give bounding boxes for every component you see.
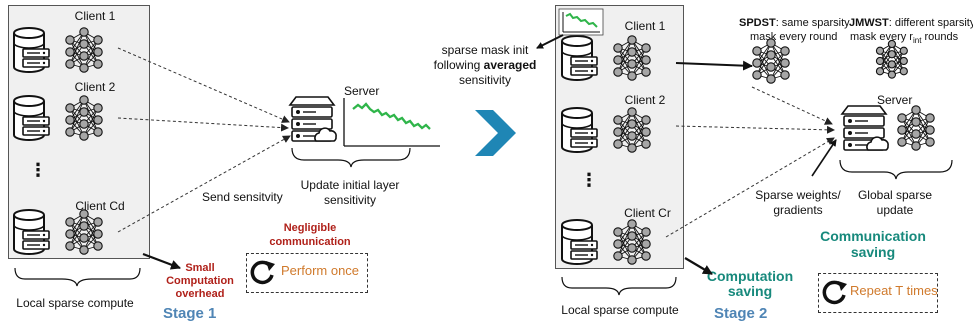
mask-note-line2-text: following [433, 58, 484, 72]
spdst-label-line1: SPDST: same sparsity [739, 17, 850, 29]
sparse-weights-line2: gradients [773, 203, 823, 217]
stage2-client1-mini-plot [558, 8, 604, 36]
stage1-send-label: Send sensitvity [202, 190, 283, 204]
jmwst-text: : different sparsity [888, 17, 973, 29]
stage-transition-arrow [475, 110, 516, 156]
mask-note-line1: sparse mask init [441, 43, 529, 57]
stage1-overhead-arrow [142, 252, 181, 270]
stage2-client-1-label: Client 1 [624, 19, 666, 33]
stage1-small-overhead-line3: overhead [175, 288, 225, 300]
stage1-ellipsis: ⋮ [29, 160, 47, 180]
stage2-server-network-icon [897, 105, 935, 151]
stage1-local-compute-label: Local sparse compute [16, 296, 134, 310]
stage1-small-overhead-line2: Computation [166, 275, 234, 287]
stage2-local-compute-label: Local sparse compute [561, 303, 679, 317]
jmwst-label-line1: JMWST: different sparsity [849, 17, 973, 29]
jmwst-line2-sub: int [912, 36, 922, 46]
stage2-client-cr-label: Client Cr [624, 206, 671, 220]
stage2-server-label: Server [877, 93, 913, 107]
mask-note-line2: following averaged [420, 58, 550, 72]
stage1-client-2-label: Client 2 [74, 80, 116, 94]
stage2-ellipsis: ⋮ [580, 170, 598, 190]
stage1-small-overhead-line1: Small [185, 262, 215, 274]
stage1-update-label-line2: sensitivity [323, 193, 376, 207]
stage2-refresh-icon [822, 280, 847, 305]
stage1-server-bracket [291, 147, 411, 168]
sparse-weights-line1: Sparse weights/ [755, 188, 841, 202]
stage1-sensitivity-plot [343, 98, 440, 147]
comm-saving-line1: Communication [820, 228, 926, 244]
jmwst-line2-post: rounds [921, 31, 959, 43]
stage1-client-1-network-icon [65, 27, 103, 73]
stage1-update-label-line1: Update initial layer [300, 178, 400, 192]
comp-saving-line1: Computation [706, 268, 794, 284]
jmwst-label-line2: mask every rint rounds [850, 31, 958, 45]
stage2-client-2-network-icon [613, 107, 651, 153]
stage1-negligible-line1: Negligible [283, 222, 337, 234]
global-update-line2: update [876, 203, 914, 217]
stage2-server-icon [840, 105, 889, 151]
stage1-perform-once-label: Perform once [281, 263, 360, 278]
jmwst-line2-pre: mask every r [850, 31, 913, 43]
jmwst-bold: JMWST [849, 17, 889, 29]
stage1-client-1-database-icon [13, 27, 50, 73]
stage2-local-bracket [561, 276, 677, 296]
stage2-spdst-arrow [675, 60, 753, 71]
comp-saving-line2: saving [727, 283, 773, 299]
stage1-stage-label: Stage 1 [163, 305, 217, 322]
stage1-send-arrows [117, 47, 291, 233]
stage2-computation-arrow [684, 257, 713, 275]
stage1-client-cd-database-icon [13, 209, 50, 255]
stage1-client-cd-label: Client Cd [75, 199, 125, 213]
stage2-server-bracket [839, 159, 953, 180]
stage1-negligible-line2: communication [269, 236, 351, 248]
stage2-client-cr-network-icon [613, 219, 651, 265]
stage1-server-label: Server [344, 84, 380, 98]
comm-saving-line2: saving [850, 244, 896, 260]
stage2-client-1-network-icon [613, 35, 651, 81]
mask-note-averaged: averaged [483, 58, 537, 72]
mask-note-line3: sensitivity [458, 73, 511, 87]
spdst-text: : same sparsity [775, 17, 850, 29]
spdst-bold: SPDST [739, 17, 776, 29]
stage2-client-2-label: Client 2 [624, 93, 666, 107]
stage1-client-2-database-icon [13, 95, 50, 141]
jmwst-network-icon [875, 39, 908, 79]
stage1-local-bracket [14, 267, 141, 287]
stage1-sensitivity-curve [352, 102, 431, 130]
stage1-refresh-icon [250, 260, 275, 285]
stage2-repeat-box [818, 273, 938, 313]
stage1-client-1-label: Client 1 [74, 9, 116, 23]
stage2-repeat-label: Repeat T times [850, 283, 938, 298]
stage2-client-2-database-icon [561, 107, 598, 153]
stage2-client-1-database-icon [561, 35, 598, 81]
stage1-server-icon [288, 96, 337, 142]
global-update-line1: Global sparse [857, 188, 933, 202]
stage2-sparse-weight-arrows [665, 86, 837, 238]
stage1-client-2-network-icon [65, 95, 103, 141]
stage1-client-cd-network-icon [65, 209, 103, 255]
mask-note-arrow [536, 34, 564, 49]
spdst-network-icon [752, 38, 790, 84]
stage1-perform-once-box [246, 253, 368, 293]
stage2-stage-label: Stage 2 [714, 305, 768, 322]
stage2-client-cr-database-icon [561, 219, 598, 265]
